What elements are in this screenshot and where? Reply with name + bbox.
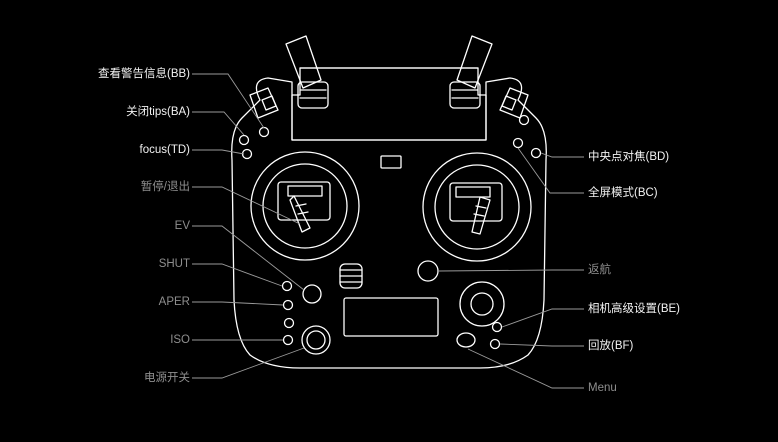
label-power: 电源开关 <box>144 372 190 384</box>
bf-button <box>489 338 501 350</box>
label-pause: 暂停/退出 <box>140 181 190 193</box>
power-button-inner <box>306 330 326 350</box>
label-bd: 中央点对焦(BD) <box>588 151 670 163</box>
display-screen <box>343 297 439 337</box>
rth-button <box>417 260 439 282</box>
label-bf: 回放(BF) <box>588 340 634 352</box>
menu-button <box>456 332 476 348</box>
label-menu: Menu <box>588 382 617 394</box>
bd-button <box>512 137 524 149</box>
label-ev: EV <box>174 220 190 232</box>
label-be: 相机高级设置(BE) <box>588 303 680 315</box>
be-button <box>491 321 503 333</box>
five-way-dial-outer <box>459 281 505 327</box>
label-aper: APER <box>158 296 190 308</box>
right-stick-ring-outer <box>422 152 532 262</box>
bc-button <box>530 147 542 159</box>
five-way-dial-inner <box>470 292 494 316</box>
label-bb: 查看警告信息(BB) <box>98 68 190 80</box>
bb-button <box>258 126 270 138</box>
right-stick-shaft <box>471 196 491 235</box>
right-stick-ring-inner <box>434 164 520 250</box>
shut-button <box>281 280 293 292</box>
label-ba: 关闭tips(BA) <box>126 106 190 118</box>
iso-button <box>282 334 294 346</box>
label-bc: 全屏模式(BC) <box>588 187 658 199</box>
label-rth: 返航 <box>588 264 611 276</box>
status-indicator <box>380 155 402 169</box>
label-shut: SHUT <box>158 258 190 270</box>
controller-body <box>231 77 547 369</box>
power-button-outer <box>301 325 331 355</box>
ev-button <box>302 284 322 304</box>
left-stick-shaft <box>289 195 311 233</box>
label-iso: ISO <box>170 334 190 346</box>
aper-button <box>282 299 294 311</box>
left-stick-ring-outer <box>250 151 360 261</box>
left-stick-ring-inner <box>262 163 348 249</box>
label-td: focus(TD) <box>139 144 190 156</box>
